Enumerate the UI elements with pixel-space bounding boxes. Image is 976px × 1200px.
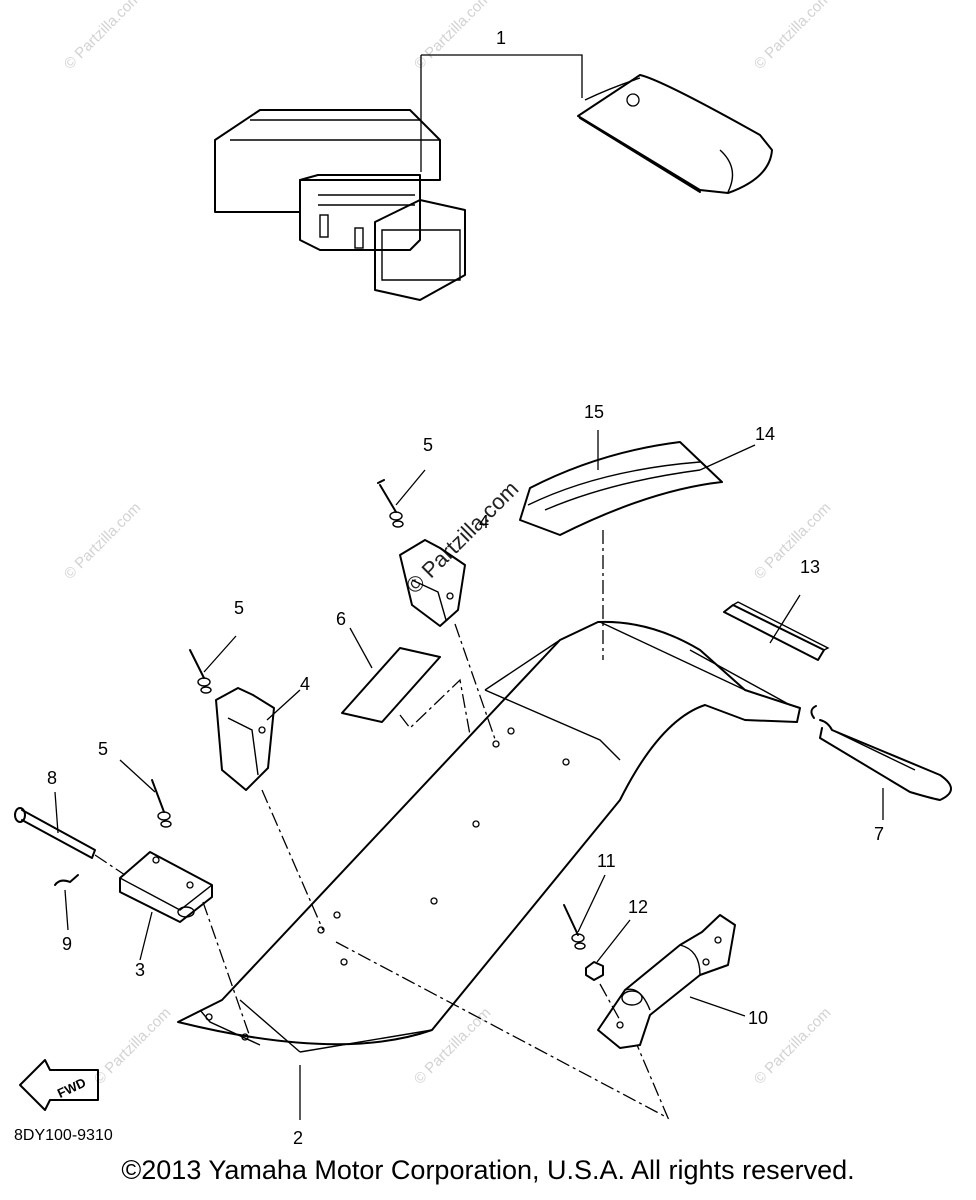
watermark: © Partzilla.com <box>61 499 144 582</box>
watermark: © Partzilla.com <box>61 0 144 73</box>
callout-2: 2 <box>293 1128 303 1148</box>
label-plate <box>341 627 471 736</box>
callout-6: 6 <box>336 609 346 629</box>
clip-upper <box>399 539 497 743</box>
callout-7: 7 <box>874 824 884 844</box>
tool-kit <box>214 54 773 301</box>
callout-13: 13 <box>800 557 820 577</box>
cotter-pin <box>54 874 79 931</box>
copyright-notice: ©2013 Yamaha Motor Corporation, U.S.A. A… <box>121 1155 855 1185</box>
seat-base-panel <box>177 620 801 1120</box>
watermarks: © Partzilla.com © Partzilla.com © Partzi… <box>61 0 834 1088</box>
callout-11: 11 <box>597 851 616 871</box>
clip-lower <box>215 687 324 931</box>
callout-15: 15 <box>584 402 604 422</box>
watermark: © Partzilla.com <box>411 1004 494 1087</box>
hinge-pin <box>14 791 126 876</box>
watermark: © Partzilla.com <box>751 499 834 582</box>
fwd-arrow: FWD <box>19 1059 99 1111</box>
callout-5c: 5 <box>98 739 108 759</box>
seat-lock-cable <box>810 705 952 820</box>
callout-8: 8 <box>47 768 57 788</box>
callout-3: 3 <box>135 960 145 980</box>
callout-5b: 5 <box>234 598 244 618</box>
hinge-bracket <box>119 851 251 1038</box>
watermark: © Partzilla.com <box>411 0 494 73</box>
callout-14: 14 <box>755 424 775 444</box>
callouts: 1 2 3 4 4 5 5 5 6 7 8 9 10 11 12 13 14 1… <box>47 28 884 1148</box>
callout-4b: 4 <box>479 512 489 532</box>
callout-4: 4 <box>300 674 310 694</box>
seal-tape <box>519 430 756 660</box>
latch-nut <box>585 919 631 1023</box>
seat-latch <box>597 914 746 1049</box>
rivet-upper <box>377 469 426 528</box>
watermark: © Partzilla.com <box>751 0 834 73</box>
diagram-code: 8DY100-9310 <box>14 1127 113 1144</box>
rivet-lower <box>119 759 172 828</box>
rubber-strip <box>723 594 830 661</box>
rivet-mid <box>189 635 237 694</box>
watermark: © Partzilla.com <box>91 1004 174 1087</box>
callout-9: 9 <box>62 934 72 954</box>
fwd-label: FWD <box>55 1075 88 1101</box>
callout-5a: 5 <box>423 435 433 455</box>
callout-1: 1 <box>496 28 506 48</box>
callout-10: 10 <box>748 1008 768 1028</box>
latch-screw <box>563 874 606 950</box>
callout-12: 12 <box>628 897 648 917</box>
